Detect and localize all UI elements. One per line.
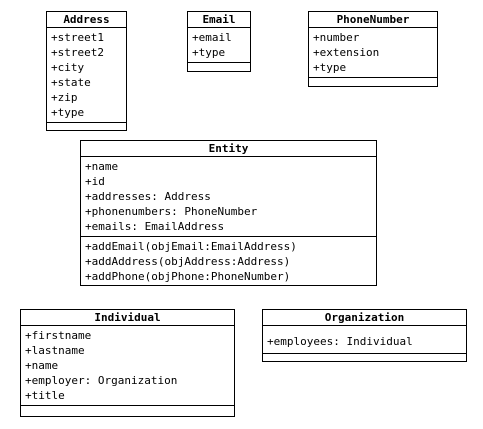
operation: +addEmail(objEmail:EmailAddress) [85, 240, 297, 253]
attribute: +state [51, 76, 91, 89]
attributes-section: +number +extension +type [309, 28, 437, 78]
attribute: +type [313, 61, 347, 74]
class-individual[interactable]: Individual +firstname +lastname +name +e… [20, 309, 235, 417]
attribute: +name [25, 359, 59, 372]
attribute: +phonenumbers: PhoneNumber [85, 205, 258, 218]
operations-section: +addEmail(objEmail:EmailAddress) +addAdd… [81, 237, 376, 286]
attribute: +email [192, 31, 232, 44]
attribute: +id [85, 175, 105, 188]
attributes-section: +employees: Individual [263, 326, 466, 354]
operation: +addAddress(objAddress:Address) [85, 255, 291, 268]
class-name: Email [188, 12, 250, 28]
class-name: Individual [21, 310, 234, 326]
operations-section [21, 406, 234, 411]
operations-section [309, 78, 437, 83]
attribute: +name [85, 160, 119, 173]
class-organization[interactable]: Organization +employees: Individual [262, 309, 467, 362]
attribute: +employees: Individual [267, 335, 413, 348]
operations-section [47, 123, 126, 128]
attribute: +type [192, 46, 226, 59]
attribute: +emails: EmailAddress [85, 220, 225, 233]
attribute: +extension [313, 46, 380, 59]
attribute: +number [313, 31, 360, 44]
class-phonenumber[interactable]: PhoneNumber +number +extension +type [308, 11, 438, 87]
attribute: +street1 [51, 31, 104, 44]
attribute: +title [25, 389, 65, 402]
attributes-section: +firstname +lastname +name +employer: Or… [21, 326, 234, 406]
attribute: +street2 [51, 46, 104, 59]
operations-section [263, 354, 466, 359]
attribute: +type [51, 106, 85, 119]
attributes-section: +email +type [188, 28, 250, 63]
attribute: +lastname [25, 344, 85, 357]
attribute: +employer: Organization [25, 374, 178, 387]
operation: +addPhone(objPhone:PhoneNumber) [85, 270, 291, 283]
attribute: +city [51, 61, 85, 74]
class-name: Organization [263, 310, 466, 326]
attribute: +addresses: Address [85, 190, 211, 203]
attribute: +firstname [25, 329, 92, 342]
class-name: Address [47, 12, 126, 28]
class-address[interactable]: Address +street1 +street2 +city +state +… [46, 11, 127, 131]
class-email[interactable]: Email +email +type [187, 11, 251, 72]
attribute: +zip [51, 91, 78, 104]
attributes-section: +name +id +addresses: Address +phonenumb… [81, 157, 376, 237]
attributes-section: +street1 +street2 +city +state +zip +typ… [47, 28, 126, 123]
class-entity[interactable]: Entity +name +id +addresses: Address +ph… [80, 140, 377, 286]
class-name: Entity [81, 141, 376, 157]
class-name: PhoneNumber [309, 12, 437, 28]
operations-section [188, 63, 250, 68]
